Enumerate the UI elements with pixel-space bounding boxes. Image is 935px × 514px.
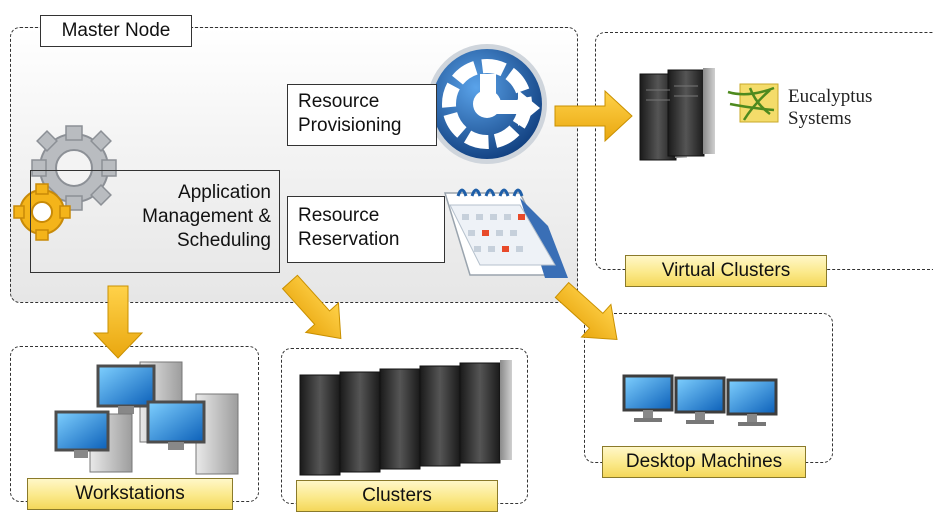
- resource-reservation-box: Resource Reservation: [287, 196, 445, 263]
- resource-reservation-line2: Reservation: [298, 229, 400, 250]
- eucalyptus-line1: Eucalyptus: [788, 86, 873, 107]
- virtual-clusters-label: Virtual Clusters: [625, 255, 827, 287]
- arrow-to-clusters: [281, 274, 342, 340]
- eucalyptus-logo: [727, 83, 779, 123]
- resource-provisioning-box: Resource Provisioning: [287, 84, 437, 146]
- cluster-servers-icon: [299, 360, 512, 476]
- provisioning-icon: [427, 44, 547, 164]
- resource-provisioning-line2: Provisioning: [298, 115, 402, 136]
- resource-reservation-line1: Resource: [298, 205, 380, 226]
- desktop-machines-label-text: Desktop Machines: [625, 451, 783, 472]
- application-line2: Management &: [142, 206, 271, 227]
- arrow-to-virtual-clusters: [554, 89, 633, 143]
- resource-provisioning-line1: Resource: [298, 91, 380, 112]
- desktop-monitors-icon: [622, 374, 778, 426]
- master-node-title-text: Master Node: [61, 20, 171, 41]
- desktop-machines-label: Desktop Machines: [602, 446, 806, 478]
- application-management-box: Application Management & Scheduling: [30, 170, 280, 273]
- virtual-clusters-label-text: Virtual Clusters: [661, 260, 791, 281]
- small-gear-icon: [13, 183, 71, 241]
- arrow-to-desktop-machines: [554, 281, 618, 341]
- clusters-label: Clusters: [296, 480, 498, 512]
- arrow-to-workstations: [92, 285, 144, 359]
- calendar-icon: [443, 188, 568, 278]
- master-node-title: Master Node: [40, 15, 192, 47]
- virtual-servers-icon: [639, 68, 715, 161]
- workstations-icon: [54, 361, 239, 475]
- eucalyptus-text: Eucalyptus Systems: [788, 86, 872, 130]
- gear-icon: [31, 125, 117, 211]
- clusters-label-text: Clusters: [362, 485, 432, 506]
- application-line1: Application: [178, 182, 271, 203]
- eucalyptus-line2: Systems: [788, 108, 852, 129]
- application-line3: Scheduling: [176, 230, 271, 251]
- workstations-label: Workstations: [27, 478, 233, 510]
- workstations-label-text: Workstations: [75, 483, 185, 504]
